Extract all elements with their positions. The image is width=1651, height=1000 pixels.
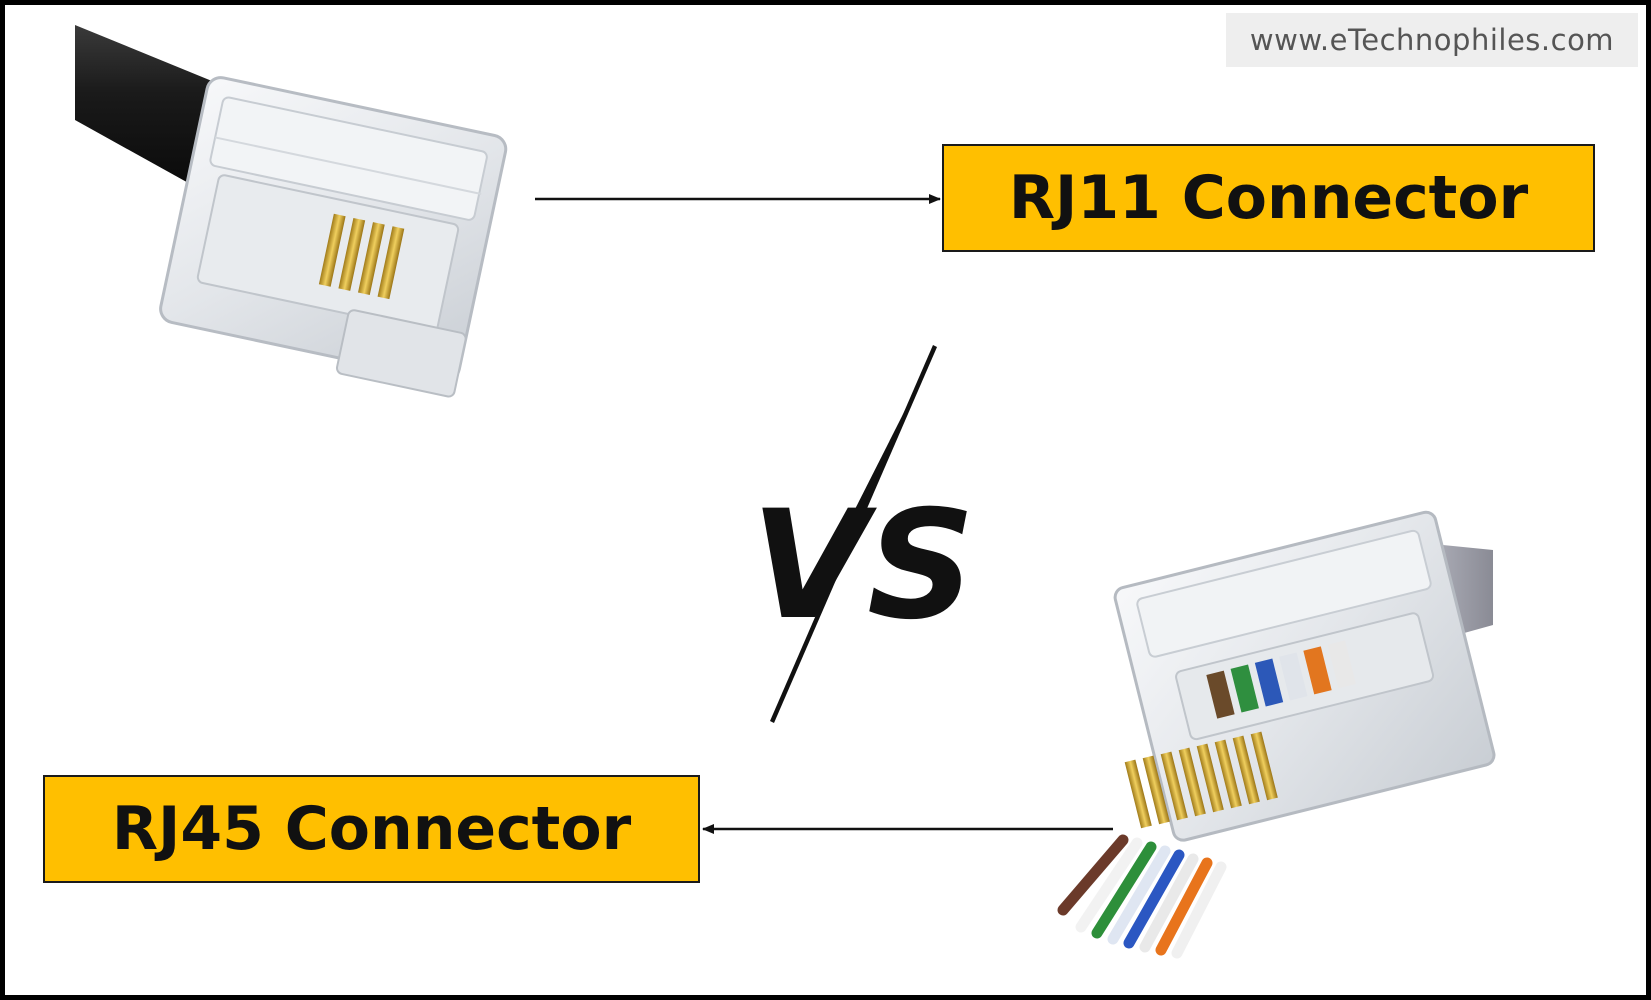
rj45-label: RJ45 Connector (111, 794, 632, 864)
diagonal-slash (770, 345, 937, 723)
watermark-text: www.eTechnophiles.com (1249, 23, 1615, 57)
diagram-artwork: VS (75, 25, 1496, 959)
rj45-connector-image (1057, 510, 1496, 959)
rj11-connector-image (75, 25, 508, 398)
rj11-label: RJ11 Connector (1008, 163, 1529, 233)
rj11-contact (377, 226, 405, 300)
versus-text: VS (751, 479, 975, 653)
rj11-label-box: RJ11 Connector (942, 144, 1595, 252)
rj45-wires (1057, 834, 1227, 959)
rj11-contact (318, 213, 346, 287)
rj11-contact (358, 222, 385, 296)
rj45-label-box: RJ45 Connector (43, 775, 700, 883)
rj45-contacts (1124, 731, 1278, 829)
watermark: www.eTechnophiles.com (1226, 13, 1638, 67)
rj11-contact (338, 217, 366, 291)
